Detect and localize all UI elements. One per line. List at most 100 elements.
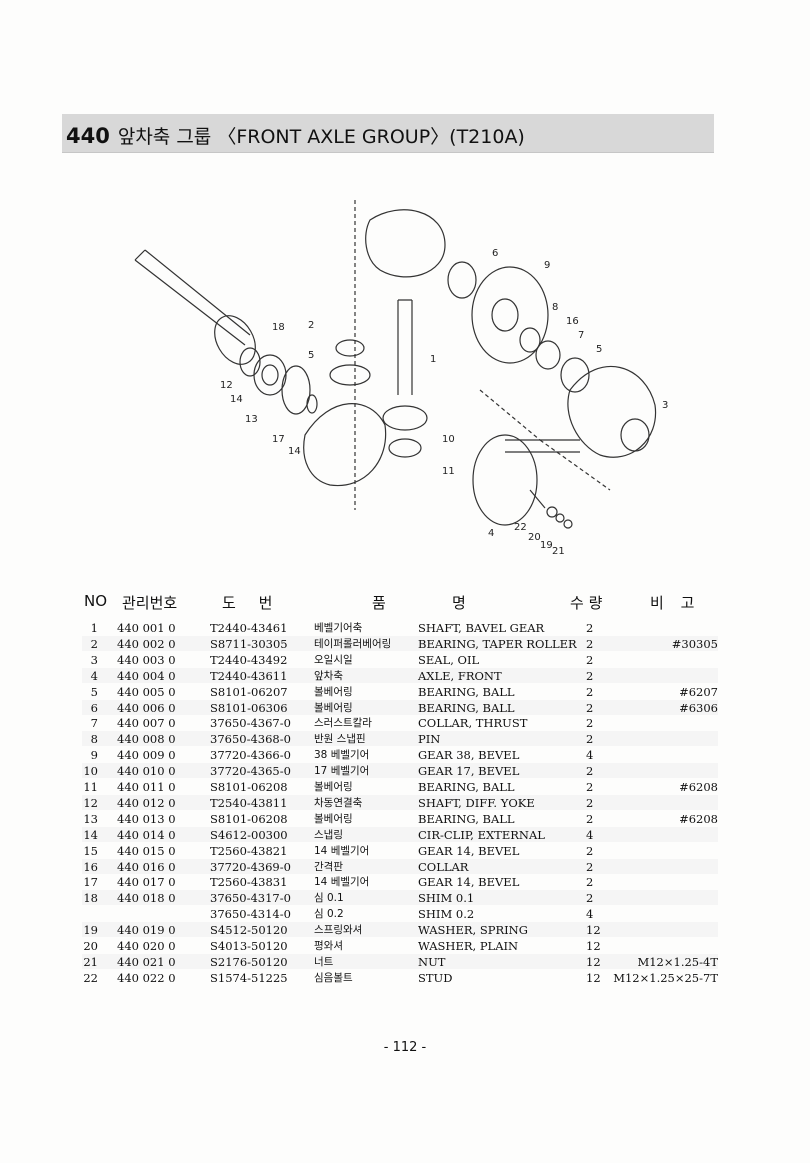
cell-mgmt: 440 013 0 [117, 811, 176, 826]
cell-drawing: 37720-4369-0 [210, 859, 291, 874]
callout-11: 11 [442, 466, 455, 477]
cell-drawing: S8101-06208 [210, 780, 288, 794]
callout-1: 1 [430, 354, 436, 365]
row-shade [82, 858, 718, 874]
callout-5: 5 [308, 350, 314, 361]
cell-drawing: 37650-4368-0 [210, 732, 291, 747]
cell-mgmt: 440 019 0 [117, 923, 176, 938]
stud-22 [529, 489, 546, 509]
cell-name-en: BEARING, BALL [418, 811, 515, 826]
right-housing [567, 365, 657, 458]
cell-qty: 4 [586, 907, 594, 922]
cell-name-kr: 평와셔 [314, 940, 343, 952]
callout-17: 17 [272, 434, 285, 445]
bevel-gear-shaft [397, 299, 413, 395]
cell-drawing: T2560-43821 [210, 843, 288, 858]
callout-14a: 14 [230, 394, 243, 405]
cell-qty: 4 [586, 748, 594, 763]
collar-left [239, 347, 261, 377]
washer-19 [555, 513, 565, 523]
cell-name-en: STUD [418, 970, 453, 985]
diff-yoke-shaft [134, 249, 251, 346]
cell-name-kr: 심음볼트 [314, 971, 353, 984]
upper-housing [365, 209, 446, 278]
collar-16 [519, 327, 541, 353]
cell-no: 22 [83, 970, 98, 985]
callout-18: 18 [272, 322, 285, 333]
cell-remark: #6208 [679, 811, 718, 826]
cell-name-en: GEAR 38, BEVEL [418, 748, 520, 763]
row-shade [82, 667, 718, 683]
cell-name-en: BEARING, BALL [418, 780, 515, 794]
cell-name-kr: 스러스트칼라 [314, 717, 372, 730]
cell-no: 18 [83, 891, 98, 906]
callout-6: 6 [492, 248, 498, 259]
cell-qty: 2 [586, 652, 594, 667]
bearing-13-inner [261, 364, 279, 386]
cell-name-kr: 17 베벨기어 [314, 765, 370, 778]
col-mgmt: 관리번호 [122, 594, 178, 612]
guide-line [354, 200, 611, 510]
seal-3 [620, 418, 650, 452]
col-remark: 비 고 [650, 594, 695, 612]
cell-no: 21 [83, 954, 98, 969]
callout-2: 2 [308, 320, 314, 331]
bearing-5 [560, 357, 590, 393]
bearing-11 [388, 438, 422, 458]
cell-qty: 12 [586, 923, 601, 938]
cell-no: 19 [83, 923, 98, 938]
cell-qty: 2 [586, 780, 594, 794]
cell-name-en: AXLE, FRONT [418, 668, 502, 683]
callout-12: 12 [220, 380, 233, 391]
cell-mgmt: 440 021 0 [117, 954, 176, 969]
cell-name-en: SHIM 0.1 [418, 891, 475, 906]
lower-housing [303, 403, 387, 487]
group-title: 앞차축 그룹 〈FRONT AXLE GROUP〉(T210A) [117, 126, 525, 148]
cell-no: 1 [90, 621, 98, 635]
cell-name-en: GEAR 14, BEVEL [418, 843, 520, 858]
cell-name-kr: 스냅링 [314, 828, 343, 841]
cell-name-kr: 심 0.1 [314, 892, 344, 905]
cell-no: 6 [90, 700, 98, 715]
row-shade [82, 731, 718, 747]
cell-mgmt: 440 010 0 [117, 764, 176, 779]
cell-drawing: 37720-4366-0 [210, 748, 291, 763]
cell-no: 20 [83, 939, 98, 953]
col-name-en: 명 [452, 594, 466, 612]
cell-mgmt: 440 008 0 [117, 732, 176, 747]
cell-mgmt: 440 004 0 [117, 668, 176, 683]
gear-15 [281, 365, 311, 415]
cell-drawing: S8101-06208 [210, 811, 288, 826]
cell-name-kr: 베벨기어축 [314, 622, 363, 634]
cell-name-kr: 테이퍼롤러베어링 [314, 637, 392, 650]
cell-mgmt: 440 007 0 [117, 716, 176, 731]
cell-mgmt: 440 016 0 [117, 859, 176, 874]
cell-name-en: CIR-CLIP, EXTERNAL [418, 827, 545, 842]
cell-qty: 12 [586, 939, 601, 953]
cell-mgmt: 440 002 0 [117, 636, 176, 651]
axle-4 [505, 439, 580, 453]
cell-qty: 2 [586, 732, 594, 747]
col-no: NO [84, 592, 108, 610]
callout-14b: 14 [288, 446, 301, 457]
bearing-13 [253, 354, 287, 396]
cell-mgmt: 440 015 0 [117, 843, 176, 858]
cell-mgmt: 440 022 0 [117, 970, 176, 985]
row-shade [82, 826, 718, 842]
cell-drawing: 37650-4367-0 [210, 716, 291, 731]
page-number: - 112 - [383, 1040, 427, 1055]
exploded-diagram: 18 2 5 12 14 13 17 14 1 10 11 6 9 8 16 7… [134, 200, 668, 557]
callout-13: 13 [245, 414, 258, 425]
